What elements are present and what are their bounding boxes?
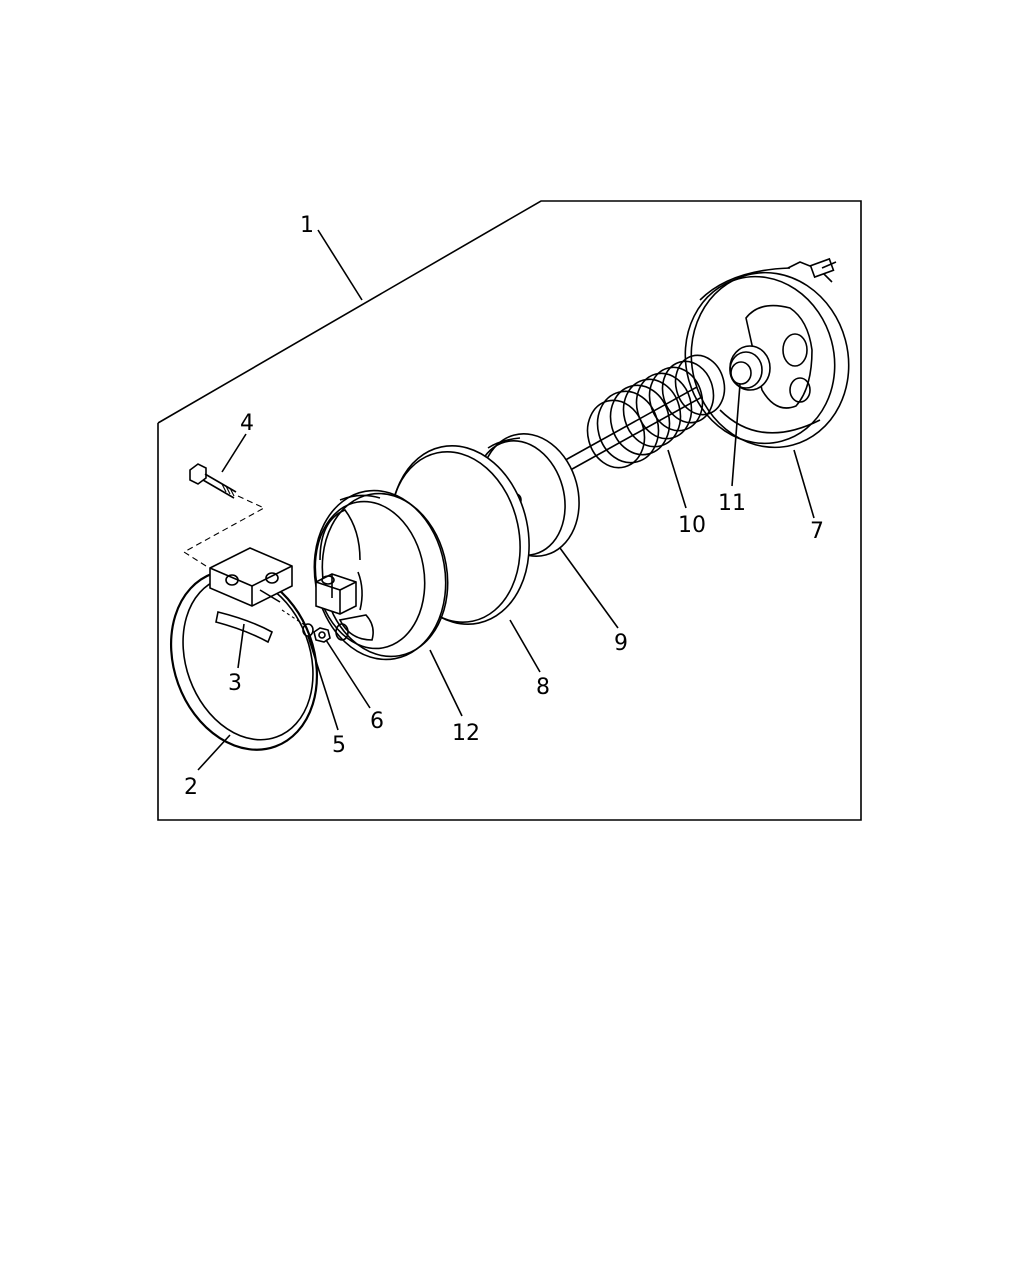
callout-1: 1: [300, 213, 314, 238]
callout-5: 5: [332, 733, 346, 758]
callout-labels: 1 2 3 4 5 6 7 8 9 10 11 12: [184, 213, 824, 800]
clamp-bracket: [209, 547, 293, 607]
part-10-spring: [586, 354, 726, 469]
part-7-rear-housing: [684, 257, 850, 449]
leader-10: [667, 449, 687, 509]
leader-11: [731, 383, 741, 487]
leader-7: [793, 449, 815, 519]
leader-4: [221, 433, 247, 473]
leader-9: [559, 547, 619, 629]
callout-3: 3: [228, 671, 242, 696]
part-12-drum: [313, 489, 449, 661]
leader-3: [237, 623, 245, 669]
part-11-bushing: [729, 345, 771, 391]
part-6-nut: [281, 609, 331, 643]
callout-4: 4: [240, 411, 254, 436]
callout-6: 6: [370, 709, 384, 734]
leader-12: [429, 649, 463, 717]
leader-lines: [197, 229, 815, 771]
leader-2: [197, 734, 231, 771]
part-4-bolt: [182, 463, 266, 567]
callout-10: 10: [678, 513, 706, 538]
callout-7: 7: [810, 519, 824, 544]
leader-5: [307, 635, 339, 731]
callout-9: 9: [614, 631, 628, 656]
assembly-boundary: [157, 200, 862, 821]
callout-8: 8: [536, 675, 550, 700]
callout-12: 12: [452, 721, 480, 746]
callout-2: 2: [184, 775, 198, 800]
leader-8: [509, 619, 541, 673]
leader-6: [325, 639, 371, 709]
leader-1: [317, 229, 363, 301]
callout-11: 11: [718, 491, 746, 516]
